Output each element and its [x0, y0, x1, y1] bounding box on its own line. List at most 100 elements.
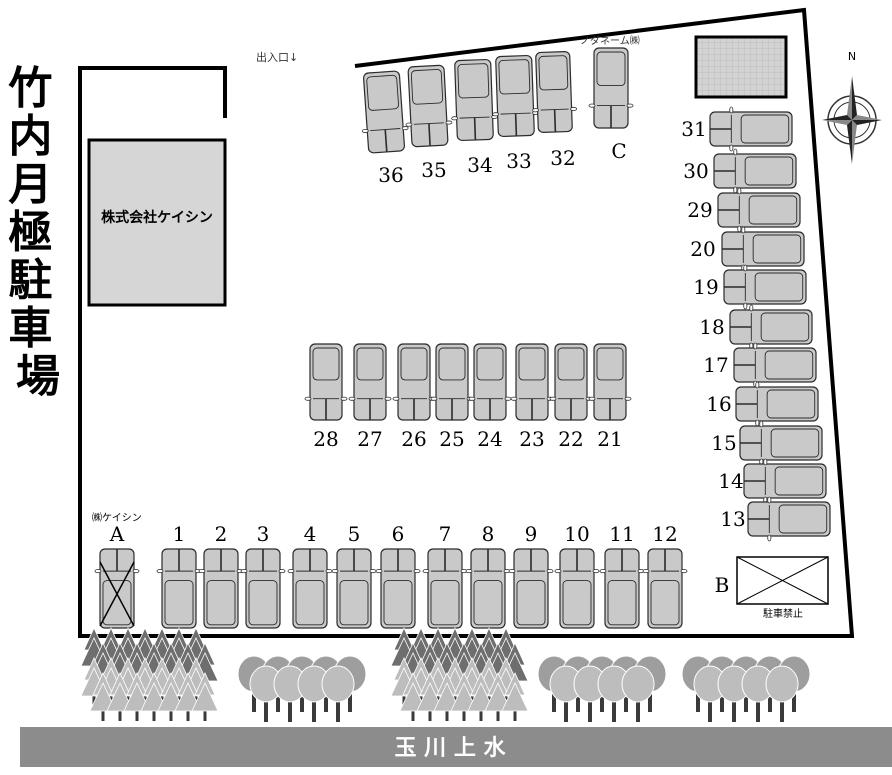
car-icon: [287, 548, 333, 629]
tree-icon: [765, 665, 799, 722]
title-char-6: 場: [16, 351, 60, 402]
no-parking-label: 駐車禁止: [763, 607, 803, 620]
slot-label-33: 33: [506, 149, 531, 173]
car-icon: [430, 343, 474, 421]
neighbor-label: ノダネーム㈱: [580, 34, 640, 47]
slot-label-7: 7: [439, 522, 452, 546]
slot-label-15: 15: [711, 431, 736, 455]
slot-label-3: 3: [257, 522, 270, 546]
slot-label-14: 14: [718, 469, 743, 493]
slot-label-36: 36: [378, 163, 403, 187]
car-icon: [717, 187, 801, 233]
tree-icon: [433, 672, 461, 721]
car-icon: [747, 496, 831, 542]
entrance-label: 出入口↓: [256, 50, 298, 64]
tree-icon: [573, 665, 607, 722]
car-icon: [468, 343, 512, 421]
car-icon: [709, 106, 793, 152]
no-parking-cross-icon: [736, 556, 829, 605]
tree-icon: [140, 672, 168, 721]
slot-label-22: 22: [558, 427, 583, 451]
car-icon: [198, 548, 244, 629]
slot-a-owner-label: ㈱ケイシン: [92, 512, 142, 524]
car-icon: [331, 548, 377, 629]
tree-icon: [106, 672, 134, 721]
slot-label-23: 23: [519, 427, 544, 451]
slot-label-20: 20: [690, 237, 715, 261]
tree-icon: [89, 672, 117, 721]
river-band: [20, 727, 892, 767]
tree-icon: [621, 665, 655, 722]
title-char-3: 極: [8, 207, 52, 258]
car-icon: [729, 304, 813, 350]
slot-label-24: 24: [477, 427, 502, 451]
car-icon: [94, 548, 140, 629]
slot-label-8: 8: [482, 522, 495, 546]
slot-label-27: 27: [357, 427, 382, 451]
car-icon: [375, 548, 421, 629]
title-char-5: 車: [8, 303, 52, 354]
slot-label-19: 19: [693, 275, 718, 299]
title-char-1: 内: [8, 111, 52, 162]
slot-label-A: A: [109, 522, 125, 546]
slot-label-21: 21: [597, 427, 622, 451]
slot-label-32: 32: [550, 146, 575, 170]
slot-label-17: 17: [703, 353, 728, 377]
title-char-0: 竹: [8, 63, 52, 114]
car-icon: [588, 47, 634, 129]
slot-label-29: 29: [687, 198, 712, 222]
slot-label-25: 25: [439, 427, 464, 451]
slot-label-B: B: [715, 573, 730, 597]
car-icon: [721, 226, 805, 272]
car-icon: [743, 458, 827, 504]
river-label: 玉 川 上 水: [395, 736, 507, 761]
slot-label-4: 4: [304, 522, 317, 546]
tree-icon: [399, 672, 427, 721]
car-icon: [739, 420, 823, 466]
car-icon: [361, 70, 409, 154]
compass-rose-icon: [822, 76, 882, 164]
tree-icon: [321, 665, 355, 722]
car-icon: [599, 548, 645, 629]
car-icon: [713, 148, 797, 194]
slot-label-34: 34: [467, 153, 492, 177]
slot-label-10: 10: [564, 522, 589, 546]
car-icon: [405, 64, 453, 148]
slot-label-30: 30: [683, 159, 708, 183]
slot-label-31: 31: [681, 117, 706, 141]
car-icon: [348, 343, 392, 421]
car-icon: [554, 548, 600, 629]
slot-label-26: 26: [401, 427, 426, 451]
car-icon: [588, 343, 632, 421]
slot-label-35: 35: [421, 158, 446, 182]
tree-line: [80, 627, 811, 722]
car-icon: [451, 58, 499, 142]
north-label: N: [848, 50, 856, 63]
tree-icon: [501, 672, 529, 721]
car-icon: [549, 343, 593, 421]
middle-slot-row: 28 27 26 25 24 23 22 21: [304, 343, 632, 451]
tree-icon: [416, 672, 444, 721]
car-icon: [156, 548, 202, 629]
slot-label-C: C: [611, 139, 626, 163]
car-icon: [510, 343, 554, 421]
tree-icon: [717, 665, 751, 722]
car-icon: [532, 51, 578, 133]
slot-label-1: 1: [173, 522, 186, 546]
title-char-4: 駐: [8, 255, 52, 306]
slot-label-18: 18: [699, 315, 724, 339]
slot-label-9: 9: [525, 522, 538, 546]
car-icon: [733, 342, 817, 388]
map-title: 竹 内 月 極 駐 車 場: [8, 63, 67, 402]
tree-icon: [191, 672, 219, 721]
slot-label-11: 11: [609, 522, 634, 546]
car-icon: [492, 54, 540, 138]
company-building: [87, 138, 227, 307]
car-icon: [392, 343, 436, 421]
slot-label-5: 5: [348, 522, 361, 546]
slot-label-13: 13: [720, 507, 745, 531]
slot-label-28: 28: [313, 427, 338, 451]
neighbor-building: [694, 35, 788, 99]
slot-label-12: 12: [652, 522, 677, 546]
